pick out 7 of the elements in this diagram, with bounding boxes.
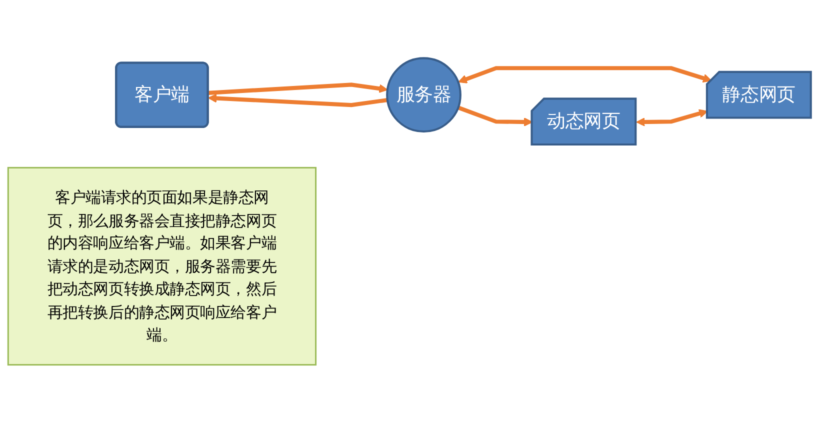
arrow bbox=[636, 109, 708, 126]
arrow bbox=[457, 106, 533, 126]
arrow bbox=[208, 82, 388, 95]
node-box: 客户端请求的页面如果是静态网页，那么服务器会直接把静态网页的内容响应给客户端。如果客户端请求的是动态网页，服务器需要先把动态网页转换成静态网页，然后再把转换后的静态网页响应给客户端。 bbox=[7, 166, 317, 366]
node-circle: 服务器 bbox=[386, 57, 462, 133]
arrow bbox=[458, 66, 712, 84]
arrow bbox=[208, 94, 388, 108]
